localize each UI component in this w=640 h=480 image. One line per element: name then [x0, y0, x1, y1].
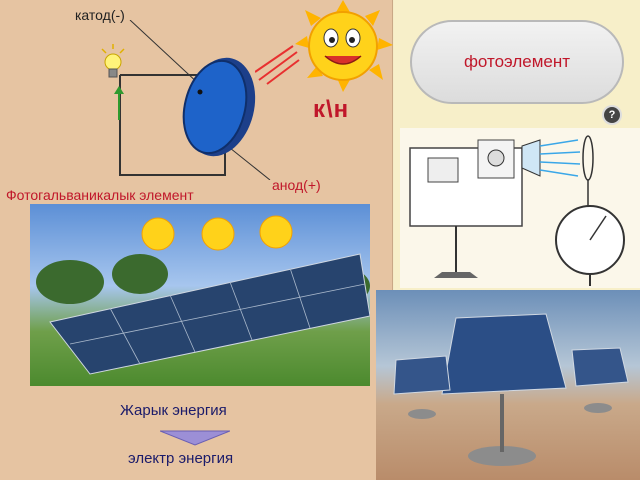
cathode-label: катод(-) — [75, 7, 125, 23]
kn-label: к\н — [313, 96, 350, 123]
element-title: Фотогальваникалык элемент — [6, 187, 194, 203]
electric-energy-label: электр энергия — [128, 450, 234, 467]
solar-array-photo — [376, 290, 640, 480]
question-mark-icon[interactable]: ? — [604, 107, 620, 123]
light-energy-label: Жарык энергия — [120, 402, 227, 419]
apparatus-illustration — [400, 128, 640, 288]
solar-field-photo — [30, 204, 370, 386]
photocell-disk — [182, 57, 256, 157]
photoelement-button[interactable]: фотоэлемент — [410, 20, 624, 104]
photoelement-label: фотоэлемент — [463, 52, 571, 71]
current-arrow-icon — [114, 86, 124, 120]
down-arrow-icon — [160, 430, 230, 446]
anode-label: анод(+) — [272, 177, 321, 193]
sun-face-icon — [255, 0, 393, 92]
light-bulb-icon — [101, 44, 125, 78]
